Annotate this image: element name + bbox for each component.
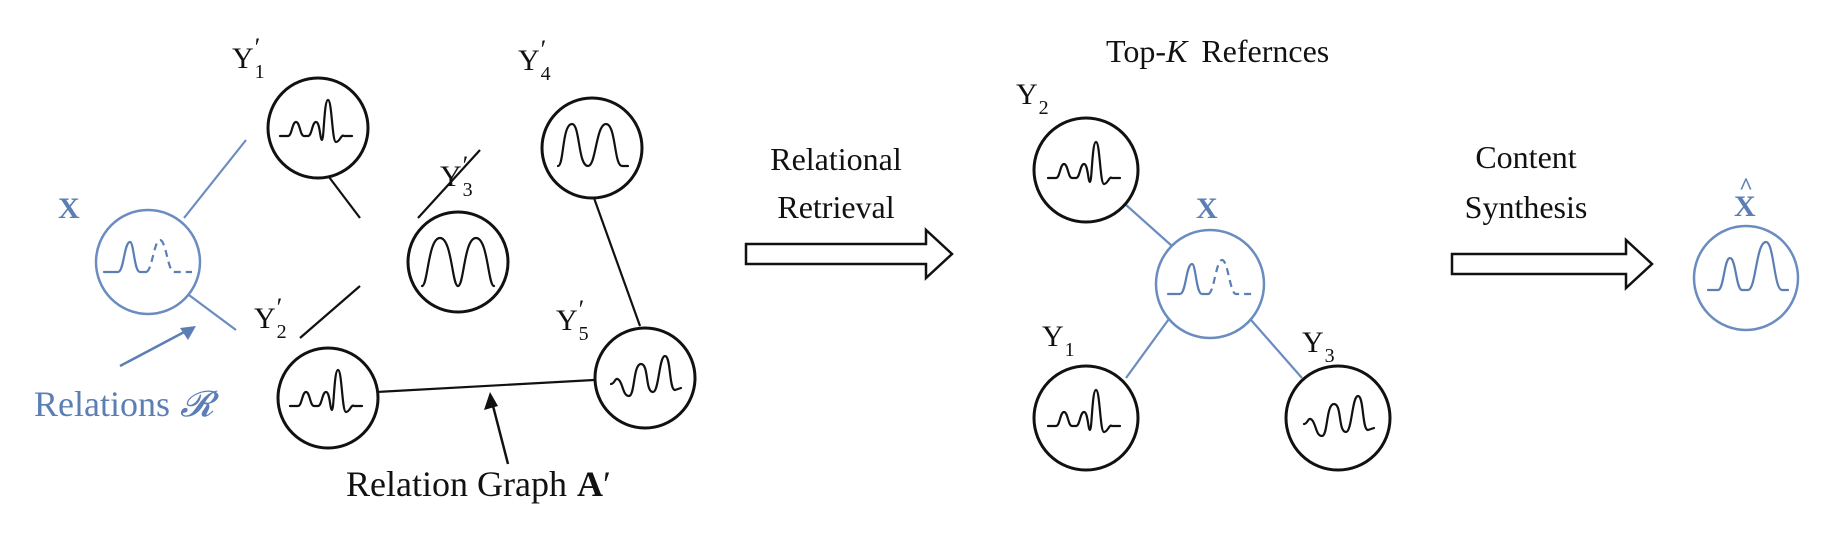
label-ref-y3: Y3 xyxy=(1302,326,1335,367)
graph-arrowhead xyxy=(484,392,498,410)
ref-edge-x-y1 xyxy=(1125,311,1175,379)
retrieval-block-arrow xyxy=(744,227,954,281)
node-y1-prime xyxy=(266,76,370,180)
relations-pointer-arrow xyxy=(119,328,189,368)
output-hat-accent: ^ xyxy=(1739,174,1753,200)
label-ref-y1: Y1 xyxy=(1042,320,1075,361)
relation-edge-x-y1 xyxy=(183,139,247,219)
synthesis-block-arrow xyxy=(1450,237,1654,291)
label-ref-query-x: X xyxy=(1196,192,1218,225)
label-y4-prime: Y4′ xyxy=(518,35,551,85)
node-y4-prime xyxy=(540,96,644,200)
output-label-x-hat: X xyxy=(1734,190,1756,223)
step2-line2: Synthesis xyxy=(1465,189,1588,225)
step2-line1: Content xyxy=(1475,139,1576,175)
step1-line1: Relational xyxy=(770,141,902,177)
graph-pointer-arrow xyxy=(490,401,510,465)
ref-node-y2 xyxy=(1032,116,1140,224)
graph-edge-y2-y3 xyxy=(299,285,361,339)
label-y2-prime: Y2′ xyxy=(254,293,287,343)
relations-arrowhead xyxy=(180,326,196,340)
label-y5-prime: Y5′ xyxy=(556,295,589,345)
graph-edge-y3-y4 xyxy=(417,149,481,219)
label-y1-prime: Y1′ xyxy=(232,33,265,83)
output-node: X ^ xyxy=(1692,174,1800,332)
ref-node-y1 xyxy=(1032,364,1140,472)
label-query-x: X xyxy=(58,192,80,225)
label-ref-y2: Y2 xyxy=(1016,78,1049,119)
ref-node-y3 xyxy=(1284,364,1392,472)
label-y3-prime: Y3′ xyxy=(440,151,473,201)
graph-edge-y4-y5 xyxy=(592,197,642,327)
query-node-x xyxy=(94,208,202,316)
node-y5-prime xyxy=(593,326,697,430)
step1-line2: Retrieval xyxy=(777,189,894,225)
ref-query-node-x xyxy=(1154,228,1266,340)
node-y3-prime xyxy=(406,210,510,314)
node-y2-prime xyxy=(276,346,380,450)
ref-edge-x-y3 xyxy=(1243,311,1303,379)
step-content-synthesis: Content Synthesis xyxy=(1450,139,1654,291)
step-relational-retrieval: Relational Retrieval xyxy=(744,141,954,281)
